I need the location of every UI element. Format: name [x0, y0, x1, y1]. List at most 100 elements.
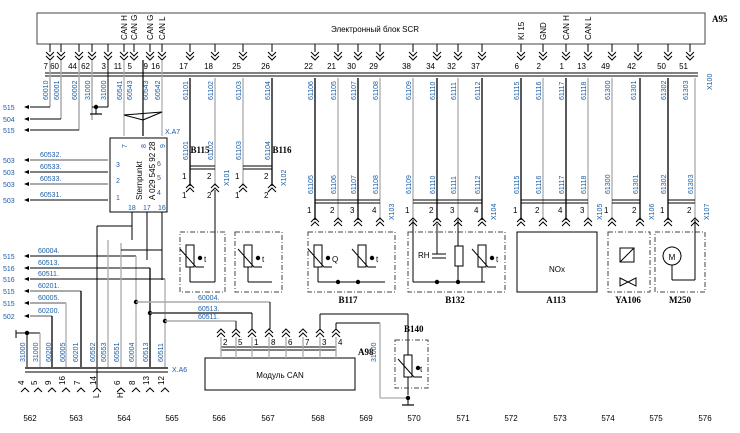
connector-chevron-icon — [103, 51, 113, 61]
ecu-pin-number: 3 — [102, 62, 107, 71]
ecu-pin-number: 7 — [44, 62, 49, 71]
ref-number: 503 — [3, 182, 15, 189]
arrow-left-icon — [24, 198, 29, 202]
connector-pin-number: 1 — [182, 172, 187, 181]
connector-chevron-icon — [210, 51, 220, 61]
grid-column-number: 566 — [212, 414, 226, 423]
wire — [142, 111, 163, 121]
connector-pin-number: 4 — [372, 206, 377, 215]
ref-number: 515 — [3, 301, 15, 308]
arrow-left-icon — [24, 314, 29, 318]
connector-chevron-icon — [477, 51, 487, 61]
component-ref: M250 — [669, 295, 691, 305]
pin-number: 5 — [157, 175, 161, 182]
xa6-pin-number: 5 — [30, 380, 39, 385]
xa6-wire-label: 31000 — [20, 342, 27, 362]
ecu-pin-number: 32 — [447, 62, 456, 71]
temp-symbol: t — [204, 255, 207, 264]
ecu-wire-label: 60543 — [127, 80, 134, 100]
ecu-wire-label: 61110 — [430, 81, 437, 100]
ecu-wire-label: 61109 — [406, 81, 413, 100]
ecu-wire-label: 31000 — [85, 80, 92, 100]
component-box — [234, 231, 283, 293]
xa6-wire-label: 60005 — [60, 342, 67, 362]
can-pin-number: 2 — [223, 338, 228, 347]
grid-column-number: 567 — [261, 414, 275, 423]
ecu-pin-number: 16 — [151, 62, 160, 71]
ecu-pin-number: 34 — [426, 62, 435, 71]
junction-dot — [369, 255, 375, 261]
connector-wire-label: 61116 — [536, 175, 543, 194]
can-h-label: H — [116, 392, 125, 398]
nox-sensor-box — [516, 231, 598, 293]
ref-number: 504 — [3, 117, 15, 124]
connector-chevron-icon — [538, 51, 548, 61]
thermistor-slash — [471, 248, 496, 268]
can-module-ref: A98 — [358, 347, 374, 357]
pin-number: 4 — [157, 190, 161, 197]
b140-ref: B140 — [404, 324, 424, 334]
resistor-icon — [454, 245, 464, 267]
connector-pin-number: 3 — [450, 206, 455, 215]
connector-chevron-icon — [453, 51, 463, 61]
connector-chevron-icon — [231, 328, 241, 338]
ecu-pin-number: 1 — [560, 62, 565, 71]
wire-label: 60533. — [40, 176, 61, 183]
ecu-wire-label: 61108 — [373, 81, 380, 100]
component-box — [607, 231, 651, 293]
connector-chevron-icon — [116, 387, 126, 393]
junction-dot — [325, 255, 331, 261]
can-wire-label: 60004. — [198, 295, 219, 302]
junction-dot — [255, 255, 261, 261]
wire-label: 60513. — [38, 260, 59, 267]
wire — [123, 111, 163, 116]
connector-pin-number: 1 — [307, 206, 312, 215]
wire-label: 60005. — [38, 295, 59, 302]
ecu-pin-number: 25 — [232, 62, 241, 71]
connector-pin-number: 2 — [535, 206, 540, 215]
xa7-label: X.A7 — [165, 129, 180, 136]
connector-wire-label: 61300 — [605, 174, 612, 194]
ecu-pin-number: 17 — [179, 62, 188, 71]
can-pin-number: 3 — [322, 338, 327, 347]
xa6-pin-number: 7 — [73, 380, 82, 385]
connector-wire-label: 61103 — [236, 141, 243, 160]
ecu-pin-number: 2 — [537, 62, 542, 71]
connector-chevron-icon — [583, 217, 593, 227]
b140-box — [394, 339, 429, 389]
ecu-wire-label: 60543 — [143, 80, 150, 100]
ecu-pin-number: 29 — [369, 62, 378, 71]
junction-dot — [355, 279, 361, 285]
ecu-wire-label: 61105 — [331, 81, 338, 100]
connector-chevron-icon — [76, 387, 86, 393]
connector-chevron-icon — [607, 51, 617, 61]
connector-chevron-icon — [185, 183, 195, 193]
ref-number: 503 — [3, 198, 15, 205]
ref-number: 516 — [3, 277, 15, 284]
ecu-pin-number: 5 — [128, 62, 133, 71]
ecu-pin-label: CAN H — [120, 15, 129, 40]
pin-number: 3 — [116, 162, 120, 169]
arrow-left-icon — [24, 105, 29, 109]
ecu-pin-label: CAN L — [158, 16, 167, 40]
connector-pin-number: 1 — [604, 206, 609, 215]
grid-column-number: 568 — [311, 414, 325, 423]
arrow-left-icon — [24, 301, 29, 305]
ecu-wire-label: 60002 — [72, 80, 79, 100]
ecu-pin-number: 26 — [261, 62, 270, 71]
grid-column-number: 575 — [649, 414, 663, 423]
connector-pin-number: 2 — [207, 191, 212, 200]
pin-number: 16 — [158, 205, 166, 212]
ecu-pin-number: 51 — [679, 62, 688, 71]
ecu-wire-label: 61102 — [208, 81, 215, 100]
wire — [123, 114, 144, 121]
can-wire-label: 60513. — [198, 306, 219, 313]
connector-name: X102 — [281, 170, 288, 186]
ecu-ref: A95 — [712, 14, 728, 24]
connector-chevron-icon — [160, 387, 170, 393]
ecu-wire-label: 61107 — [351, 81, 358, 100]
arrow-left-icon — [24, 266, 29, 270]
component-ref: B117 — [338, 295, 358, 305]
arrow-left-icon — [24, 158, 29, 162]
